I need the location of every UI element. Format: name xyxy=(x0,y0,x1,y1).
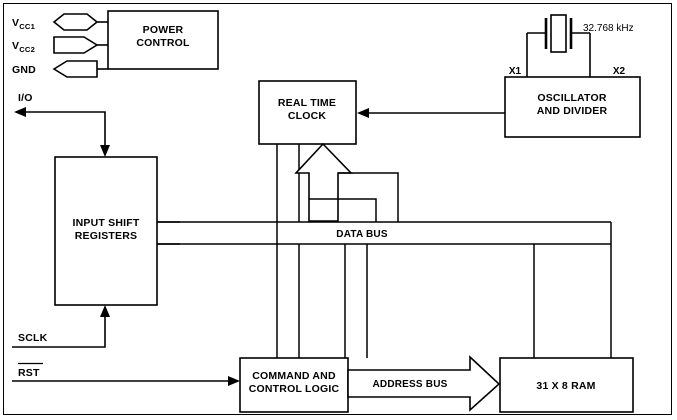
pin-label-sclk: SCLK xyxy=(18,332,48,344)
pin-symbol-vcc1 xyxy=(52,13,99,31)
arrowhead-sclk-into-shift-registers xyxy=(100,305,110,317)
block-label-control-logic-line1: COMMAND AND xyxy=(252,370,336,382)
data-bus-arrow-into-rtc xyxy=(294,142,353,222)
block-label-control-logic-line2: CONTROL LOGIC xyxy=(249,383,340,395)
data-bus-step-segment xyxy=(338,172,399,222)
pin-symbol-gnd xyxy=(52,60,98,78)
arrowhead-rst-into-control-logic xyxy=(228,376,240,386)
block-power-control xyxy=(107,10,219,70)
block-label-oscillator-line2: AND DIVIDER xyxy=(537,105,608,117)
block-label-oscillator-line1: OSCILLATOR xyxy=(537,92,606,104)
block-label-shift-registers-line1: INPUT SHIFT xyxy=(73,217,140,229)
terminal-label-x2: X2 xyxy=(613,66,626,77)
block-oscillator-and-divider xyxy=(504,76,641,138)
block-command-and-control-logic xyxy=(239,357,349,413)
pin-label-rst: RST xyxy=(18,367,40,379)
arrowhead-io-out xyxy=(14,107,26,117)
pin-symbol-vcc2 xyxy=(53,36,99,54)
pin-label-gnd: GND xyxy=(12,64,36,76)
pin-label-vcc2: VCC2 xyxy=(12,40,35,54)
wire-io xyxy=(21,111,106,150)
data-bus-step-segment-inner xyxy=(309,198,377,222)
block-label-rtc-line1: REAL TIME xyxy=(278,97,336,109)
data-bus-label: DATA BUS xyxy=(336,229,388,240)
block-real-time-clock xyxy=(258,80,357,145)
arrowhead-io-into-shift-registers xyxy=(100,145,110,157)
block-label-shift-registers-line2: REGISTERS xyxy=(75,230,137,242)
arrowhead-oscillator-to-rtc xyxy=(357,108,369,118)
figure-border xyxy=(3,3,672,415)
block-ram xyxy=(499,357,634,413)
pin-label-vcc1: VCC1 xyxy=(12,17,36,31)
address-bus-arrow xyxy=(347,355,501,412)
pin-label-io: I/O xyxy=(18,92,33,104)
crystal-body xyxy=(550,14,567,53)
block-label-ram: 31 X 8 RAM xyxy=(536,380,595,392)
block-label-power-control-line1: POWER xyxy=(143,24,184,36)
block-label-rtc-line2: CLOCK xyxy=(288,110,327,122)
block-label-power-control-line2: CONTROL xyxy=(136,37,190,49)
crystal-frequency-label: 32.768 kHz xyxy=(583,23,634,34)
block-input-shift-registers xyxy=(54,156,158,306)
wire-sclk xyxy=(12,313,106,348)
terminal-label-x1: X1 xyxy=(509,66,522,77)
address-bus-label: ADDRESS BUS xyxy=(373,379,448,390)
